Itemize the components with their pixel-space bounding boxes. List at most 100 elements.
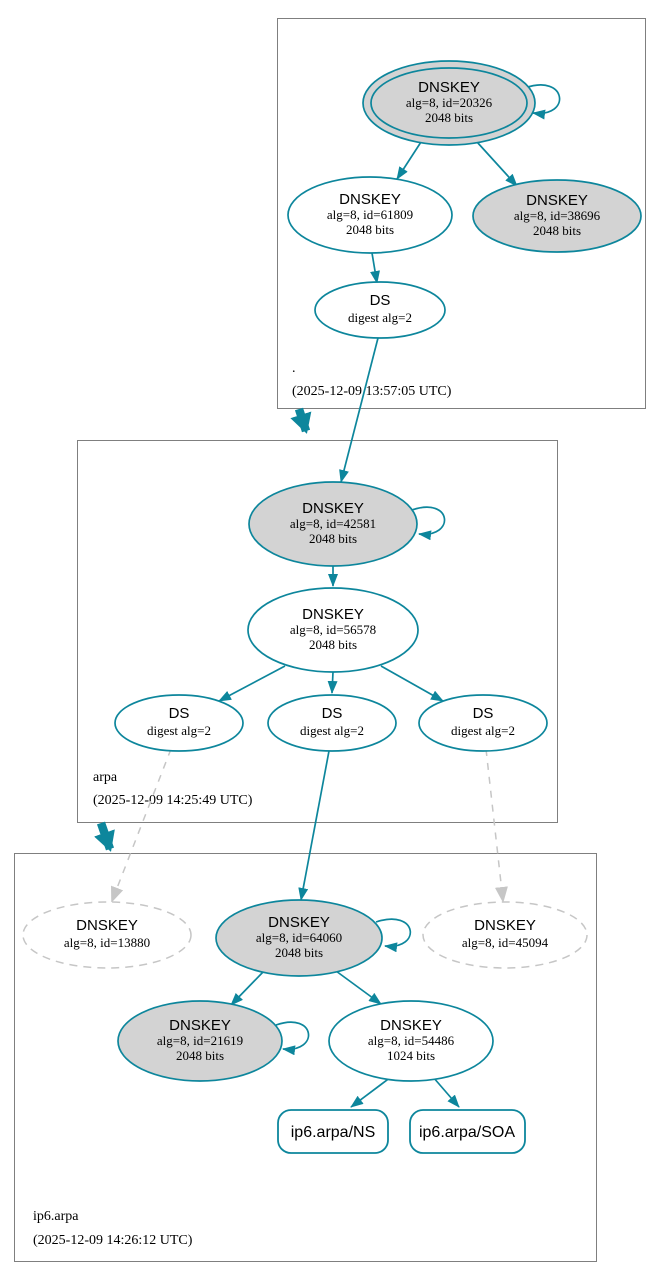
node-bits: 2048 bits	[309, 531, 357, 546]
ip6-ksk-ellipse[interactable]	[215, 899, 383, 977]
ip6-key-21619-ellipse[interactable]	[117, 1000, 283, 1082]
zone-timestamp-ip6-arpa: (2025-12-09 14:26:12 UTC)	[33, 1233, 193, 1248]
node-detail: alg=8, id=45094	[462, 935, 549, 950]
node-detail: alg=8, id=54486	[368, 1033, 455, 1048]
edge-ip6-ksk64060-selfloop	[375, 918, 411, 953]
node-root-key-38696: DNSKEY alg=8, id=38696 2048 bits	[472, 179, 642, 253]
edge-root-ds-to-arpa-ksk	[339, 337, 379, 483]
node-bits: 1024 bits	[387, 1048, 435, 1063]
edge-zsk56578-to-ds-mid	[327, 671, 338, 694]
root-ds-ellipse[interactable]	[314, 281, 446, 339]
zone-label-ip6-arpa: ip6.arpa	[33, 1209, 79, 1224]
node-bits: 2048 bits	[533, 223, 581, 238]
ip6-key-45094-ellipse[interactable]	[422, 901, 588, 969]
zone-box-ip6-arpa	[14, 853, 597, 1262]
zone-box-root	[277, 18, 646, 409]
node-ip6-zsk-54486: DNSKEY alg=8, id=54486 1024 bits	[328, 1000, 494, 1082]
edge-root-ksk-selfloop	[524, 84, 561, 120]
edge-arpa-zone-to-ip6-zone	[94, 821, 115, 852]
edge-root-ksk-to-key38696	[476, 141, 518, 187]
node-detail: alg=8, id=42581	[290, 516, 376, 531]
node-bits: 2048 bits	[425, 110, 473, 125]
node-root-ksk-20326: DNSKEY alg=8, id=20326 2048 bits	[362, 60, 536, 146]
arpa-zsk-ellipse[interactable]	[247, 587, 419, 673]
node-detail: digest alg=2	[300, 723, 364, 738]
node-title: DNSKEY	[380, 1017, 442, 1034]
node-title: DNSKEY	[76, 917, 138, 934]
node-title: DS	[370, 292, 391, 309]
node-root-zsk-61809: DNSKEY alg=8, id=61809 2048 bits	[287, 176, 453, 254]
edge-ds-left-to-key13880-dashed	[111, 748, 172, 903]
node-bits: 2048 bits	[176, 1048, 224, 1063]
node-title: DNSKEY	[339, 191, 401, 208]
ip6-ns-box[interactable]	[277, 1109, 389, 1154]
node-title: DNSKEY	[474, 917, 536, 934]
node-ip6-key-13880: DNSKEY alg=8, id=13880	[22, 901, 192, 969]
edge-arpa-ksk-selfloop	[411, 506, 446, 541]
node-title: DNSKEY	[268, 914, 330, 931]
edge-zsk54486-to-ns	[350, 1076, 392, 1108]
edge-ksk64060-to-zsk54486	[335, 970, 382, 1005]
node-ip6-soa-rrset: ip6.arpa/SOA	[409, 1109, 526, 1154]
edge-ds-mid-to-ip6-ksk	[298, 750, 330, 901]
node-bits: 2048 bits	[346, 222, 394, 237]
edge-key21619-selfloop	[275, 1021, 310, 1056]
node-ip6-ns-rrset: ip6.arpa/NS	[277, 1109, 389, 1154]
arpa-ksk-ellipse[interactable]	[248, 481, 418, 567]
edge-zsk54486-to-soa	[432, 1076, 460, 1108]
edge-root-ksk-to-zsk61809	[396, 141, 422, 180]
node-root-ds: DS digest alg=2	[314, 281, 446, 339]
node-arpa-ksk-42581: DNSKEY alg=8, id=42581 2048 bits	[248, 481, 418, 567]
arpa-ds-right-ellipse[interactable]	[418, 694, 548, 752]
node-title: DNSKEY	[302, 606, 364, 623]
node-title: DS	[169, 705, 190, 722]
edge-ksk64060-to-key21619	[230, 970, 265, 1006]
node-title: DS	[473, 705, 494, 722]
edge-zsk56578-to-ds-right	[380, 665, 444, 702]
node-detail: digest alg=2	[147, 723, 211, 738]
node-detail: digest alg=2	[451, 723, 515, 738]
node-arpa-zsk-56578: DNSKEY alg=8, id=56578 2048 bits	[247, 587, 419, 673]
root-zsk-ellipse[interactable]	[287, 176, 453, 254]
ip6-key-13880-ellipse[interactable]	[22, 901, 192, 969]
node-bits: 2048 bits	[309, 637, 357, 652]
node-title: DNSKEY	[169, 1017, 231, 1034]
node-detail: alg=8, id=64060	[256, 930, 342, 945]
arpa-ds-left-ellipse[interactable]	[114, 694, 244, 752]
ip6-soa-box[interactable]	[409, 1109, 526, 1154]
node-arpa-ds-mid: DS digest alg=2	[267, 694, 397, 752]
node-ip6-key-45094: DNSKEY alg=8, id=45094	[422, 901, 588, 969]
arpa-ds-mid-ellipse[interactable]	[267, 694, 397, 752]
edge-ds-right-to-key45094-dashed	[485, 748, 508, 903]
node-arpa-ds-left: DS digest alg=2	[114, 694, 244, 752]
node-title: DNSKEY	[526, 192, 588, 209]
node-detail: alg=8, id=38696	[514, 208, 601, 223]
zone-box-arpa	[77, 440, 558, 823]
zone-label-arpa: arpa	[93, 770, 118, 785]
node-title: DS	[322, 705, 343, 722]
ip6-zsk-ellipse[interactable]	[328, 1000, 494, 1082]
zone-timestamp-root: (2025-12-09 13:57:05 UTC)	[292, 384, 452, 399]
zone-label-root: .	[292, 361, 296, 376]
node-detail: alg=8, id=56578	[290, 622, 376, 637]
node-arpa-ds-right: DS digest alg=2	[418, 694, 548, 752]
node-detail: alg=8, id=21619	[157, 1033, 243, 1048]
node-detail: alg=8, id=13880	[64, 935, 150, 950]
rrset-label: ip6.arpa/NS	[291, 1124, 376, 1141]
edge-zsk61809-to-ds	[370, 252, 380, 284]
edge-zsk56578-to-ds-left	[218, 665, 286, 702]
root-ksk-inner-ellipse	[370, 67, 528, 139]
node-ip6-ksk-64060: DNSKEY alg=8, id=64060 2048 bits	[215, 899, 383, 977]
node-detail: alg=8, id=20326	[406, 95, 493, 110]
node-title: DNSKEY	[302, 500, 364, 517]
root-key-38696-ellipse[interactable]	[472, 179, 642, 253]
rrset-label: ip6.arpa/SOA	[419, 1124, 515, 1141]
node-ip6-key-21619: DNSKEY alg=8, id=21619 2048 bits	[117, 1000, 283, 1082]
node-title: DNSKEY	[418, 79, 480, 96]
node-detail: digest alg=2	[348, 310, 412, 325]
node-detail: alg=8, id=61809	[327, 207, 413, 222]
node-bits: 2048 bits	[275, 945, 323, 960]
zone-timestamp-arpa: (2025-12-09 14:25:49 UTC)	[93, 793, 253, 808]
